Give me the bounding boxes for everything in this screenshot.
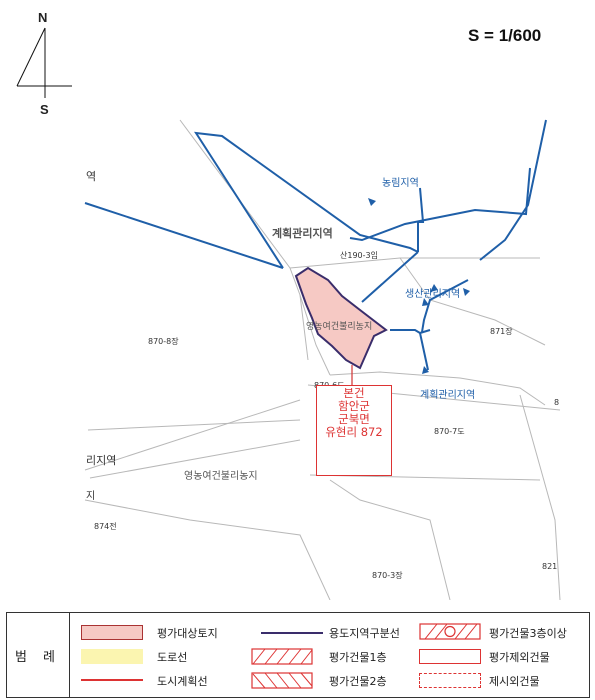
parcel-label: 870-8장	[148, 337, 179, 346]
parcel-label: 870-7도	[434, 427, 465, 436]
parcel-label: 871장	[490, 327, 513, 336]
farmland-label: 영농여건불리농지	[184, 471, 258, 482]
legend-item: 도시계획선	[157, 675, 208, 688]
subject-line-4: 유현리 872	[325, 425, 383, 439]
zone-label-cut-mid-left: 리지역	[86, 454, 117, 467]
scale-text: S = 1/600	[468, 26, 542, 45]
legend-item: 평가건물1층	[329, 651, 387, 664]
legend-item: 평가대상토지	[157, 627, 218, 640]
zone-label-prod: 생산관리지역	[405, 289, 461, 300]
north-label: N	[38, 10, 48, 25]
legend-swatch-other-building	[419, 673, 481, 688]
legend-swatch-road	[81, 649, 143, 664]
parcel-label: 8	[554, 398, 560, 407]
zone-label-cut-top-left: 역	[86, 170, 97, 183]
north-arrow-icon	[16, 27, 72, 98]
legend-item: 용도지역구분선	[329, 627, 400, 640]
legend-title: 범 례	[7, 613, 70, 697]
legend-swatch-subject	[81, 625, 143, 640]
parcel-label-cut: 지	[86, 491, 96, 502]
legend-item: 평가건물3층이상	[489, 627, 567, 640]
legend-swatch-city-plan-line	[81, 679, 143, 681]
parcel-label: 874전	[94, 522, 117, 531]
legend-swatch-excluded	[419, 649, 481, 664]
legend: 범 례 평가대상토지 용도지역구분선 평가건물3층이상 도로선 평가건물1층 평…	[6, 612, 590, 698]
farmland-label: 영농여건불리농지	[306, 322, 373, 332]
subject-line-2: 함안군	[338, 399, 370, 413]
zone-arrow-icon	[368, 198, 470, 374]
zoning-boundary-lines	[84, 119, 547, 371]
parcel-label: 산190-3임	[340, 251, 378, 260]
south-label: S	[40, 102, 49, 117]
subject-line-1: 본건	[343, 386, 365, 400]
legend-swatch-building-3f	[419, 623, 481, 640]
zone-label-plan-lower: 계획관리지역	[420, 390, 476, 401]
parcel-boundaries	[84, 119, 561, 600]
zone-label-agri: 농림지역	[382, 178, 419, 189]
parcel-label: 821	[542, 562, 558, 571]
subject-parcel	[294, 266, 388, 370]
subject-label-box: 본건 함안군 군북면 유현리 872	[316, 385, 392, 476]
legend-swatch-zone-line	[261, 632, 323, 634]
parcel-label: 870-3장	[372, 571, 403, 580]
legend-swatch-building-1f	[251, 648, 313, 665]
legend-item: 제시외건물	[489, 675, 540, 688]
legend-item: 도로선	[157, 651, 188, 664]
legend-swatch-building-2f	[251, 672, 313, 689]
legend-item: 평가제외건물	[489, 651, 550, 664]
zone-label-plan-upper: 계획관리지역	[272, 227, 333, 240]
subject-line-3: 군북면	[338, 412, 370, 426]
cadastral-map	[16, 27, 561, 600]
legend-item: 평가건물2층	[329, 675, 387, 688]
